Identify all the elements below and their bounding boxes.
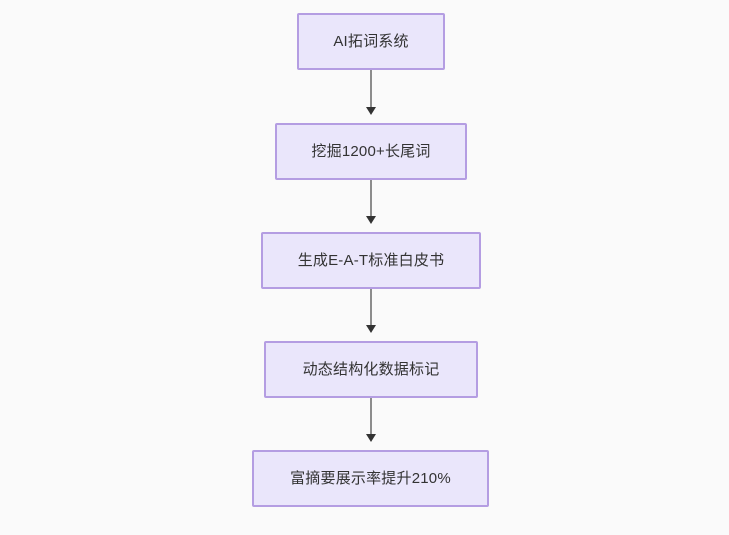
flow-node-mine-longtail-keywords[interactable]: 挖掘1200+长尾词 [275, 123, 467, 180]
edge-line [370, 180, 372, 217]
arrowhead-icon [366, 107, 376, 115]
edge-line [370, 70, 372, 108]
arrowhead-icon [366, 325, 376, 333]
arrowhead-icon [366, 216, 376, 224]
arrowhead-icon [366, 434, 376, 442]
flow-node-rich-snippet-impression-lift[interactable]: 富摘要展示率提升210% [252, 450, 489, 507]
flow-node-ai-keyword-system[interactable]: AI拓词系统 [297, 13, 445, 70]
flow-node-dynamic-structured-data-markup[interactable]: 动态结构化数据标记 [264, 341, 478, 398]
flow-node-generate-eat-whitepaper[interactable]: 生成E-A-T标准白皮书 [261, 232, 481, 289]
edge-line [370, 289, 372, 326]
edge-line [370, 398, 372, 435]
